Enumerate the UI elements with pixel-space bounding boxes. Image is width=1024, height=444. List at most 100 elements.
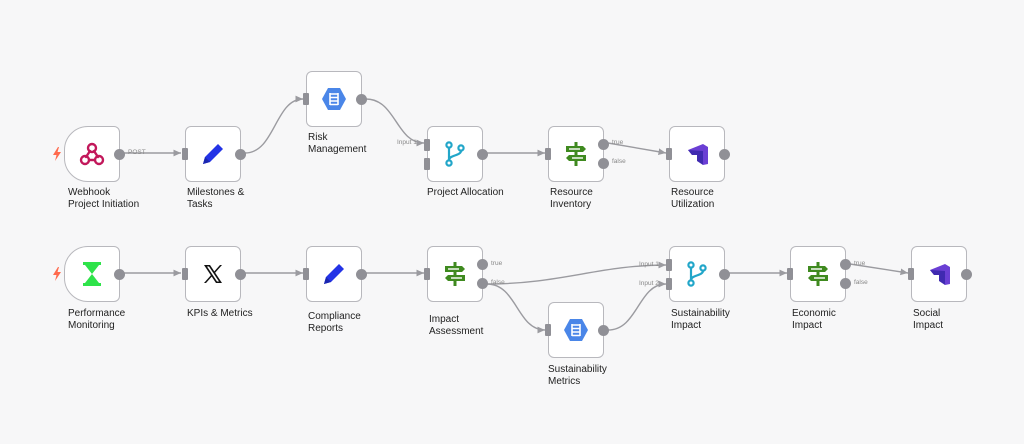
input-handle-1[interactable] (424, 139, 430, 151)
node-sustain-impact[interactable] (666, 246, 730, 302)
node-label: Tasks (187, 199, 213, 210)
output-handle-false[interactable] (598, 158, 609, 169)
input-handle[interactable] (424, 268, 430, 280)
output-handle-true[interactable] (598, 139, 609, 150)
input-handle[interactable] (787, 268, 793, 280)
node-label: Project Initiation (68, 199, 140, 210)
output-handle[interactable] (235, 269, 246, 280)
output-handle-true[interactable] (840, 259, 851, 270)
edge-impact-sustainmetrics (486, 283, 546, 334)
database-icon (561, 315, 591, 345)
input-handle[interactable] (908, 268, 914, 280)
node-impact[interactable] (424, 246, 488, 302)
node-label: Resource (550, 187, 593, 198)
node-label: Inventory (550, 199, 592, 210)
port-label-false: false (612, 158, 626, 165)
port-label-input2: Input 2 (639, 280, 659, 287)
node-economic[interactable] (787, 246, 851, 302)
output-handle[interactable] (114, 149, 125, 160)
node-label: Project Allocation (427, 187, 504, 198)
edge-risk-allocation (365, 98, 425, 147)
output-handle-false[interactable] (840, 278, 851, 289)
merge-icon (682, 259, 712, 289)
input-handle[interactable] (545, 148, 551, 160)
input-handle[interactable] (303, 268, 309, 280)
merge-icon (440, 139, 470, 169)
node-label: KPIs & Metrics (187, 308, 253, 319)
node-kpis[interactable] (182, 246, 246, 302)
output-handle[interactable] (114, 269, 125, 280)
node-webhook[interactable] (64, 126, 125, 182)
node-label: Risk (308, 132, 328, 143)
node-milestones[interactable] (182, 126, 246, 182)
node-sustain-metrics[interactable] (545, 302, 609, 358)
output-handle[interactable] (719, 149, 730, 160)
edge-economic-social (849, 263, 909, 276)
node-label: Sustainability (548, 364, 607, 375)
node-label: Monitoring (68, 320, 115, 331)
input-handle[interactable] (666, 148, 672, 160)
edge-impact-sustainimpact (486, 261, 667, 285)
port-label-false: false (854, 279, 868, 286)
clickup-icon (682, 139, 712, 169)
input-handle[interactable] (545, 324, 551, 336)
node-label: Metrics (548, 376, 581, 387)
node-label: Impact (792, 320, 823, 331)
node-utilization[interactable] (666, 126, 730, 182)
signpost-icon (803, 259, 833, 289)
output-handle[interactable] (356, 269, 367, 280)
node-label: Webhook (68, 187, 111, 198)
edge-sustainmetrics-sustainimpact (607, 280, 667, 331)
port-label-input1: Input 1 (397, 139, 417, 146)
signpost-icon (440, 259, 470, 289)
output-handle[interactable] (598, 325, 609, 336)
edge-inventory-utilization (607, 142, 667, 156)
port-label-true: true (854, 260, 866, 267)
node-label: Impact (913, 320, 944, 331)
node-social[interactable] (908, 246, 972, 302)
database-icon (319, 84, 349, 114)
hourglass-icon (77, 259, 107, 289)
output-handle[interactable] (961, 269, 972, 280)
node-label: Sustainability (671, 308, 730, 319)
node-compliance[interactable] (303, 246, 367, 302)
input-handle-2[interactable] (424, 158, 430, 170)
x-logo-icon (198, 259, 228, 289)
pencil-icon (319, 259, 349, 289)
trigger-bolt-icon (53, 267, 61, 281)
signpost-icon (561, 139, 591, 169)
output-handle[interactable] (719, 269, 730, 280)
node-label: Reports (308, 323, 344, 334)
clickup-icon (924, 259, 954, 289)
node-label: Impact (429, 314, 460, 325)
port-label-true: true (491, 260, 503, 267)
edge-milestones-risk (244, 95, 304, 154)
output-handle[interactable] (235, 149, 246, 160)
node-risk[interactable] (303, 71, 367, 127)
node-label: Impact (671, 320, 702, 331)
node-label: Resource (671, 187, 714, 198)
port-label-input1: Input 1 (639, 261, 659, 268)
node-inventory[interactable] (545, 126, 609, 182)
port-label-false: false (491, 279, 505, 286)
output-handle[interactable] (356, 94, 367, 105)
node-label: Milestones & (187, 187, 245, 198)
input-handle[interactable] (182, 148, 188, 160)
node-label: Utilization (671, 199, 715, 210)
output-handle[interactable] (477, 149, 488, 160)
port-label-post: POST (128, 149, 146, 156)
input-handle[interactable] (182, 268, 188, 280)
node-performance[interactable] (64, 246, 125, 302)
output-handle-true[interactable] (477, 259, 488, 270)
node-label: Compliance (308, 311, 361, 322)
output-handle-false[interactable] (477, 278, 488, 289)
input-handle-1[interactable] (666, 259, 672, 271)
node-label: Management (308, 144, 367, 155)
input-handle[interactable] (303, 93, 309, 105)
input-handle-2[interactable] (666, 278, 672, 290)
node-allocation[interactable] (424, 126, 488, 182)
webhook-icon (77, 139, 107, 169)
node-label: Social (913, 308, 941, 319)
